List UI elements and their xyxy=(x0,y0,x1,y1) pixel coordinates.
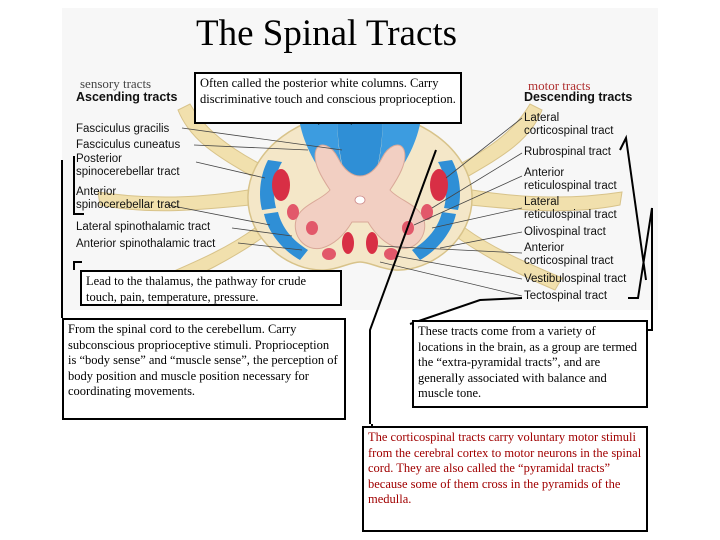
tract-lateral-spinothalamic: Lateral spinothalamic tract xyxy=(76,221,211,233)
vestibulospinal-left xyxy=(322,248,336,260)
tract-anterior-corticospinal-line1: Anterior xyxy=(524,242,565,254)
anterior-corticospinal-right xyxy=(366,232,378,254)
anterior-corticospinal-left xyxy=(342,232,354,254)
lateral-corticospinal-left xyxy=(272,169,290,201)
tract-lateral-corticospinal-line2: corticospinal tract xyxy=(524,125,614,137)
note-spinocerebellar: From the spinal cord to the cerebellum. … xyxy=(62,318,346,420)
ascending-tracts-heading: Ascending tracts xyxy=(76,90,178,104)
tract-anterior-corticospinal-line2: corticospinal tract xyxy=(524,255,614,267)
tract-anterior-reticulospinal-line2: reticulospinal tract xyxy=(524,180,617,192)
tract-lateral-reticulospinal-line1: Lateral xyxy=(524,196,560,208)
rubrospinal-left xyxy=(287,204,299,220)
rubrospinal-right xyxy=(421,204,433,220)
motor-tracts-label: motor tracts xyxy=(528,78,591,93)
anterior-spinocerebellar-left xyxy=(264,212,308,260)
right-nerve-root-lower xyxy=(469,189,623,212)
tract-anterior-reticulospinal-line1: Anterior xyxy=(524,167,565,179)
tract-anterior-spinocerebellar-line2: spinocerebellar tract xyxy=(76,199,180,211)
tract-lateral-corticospinal-line1: Lateral xyxy=(524,112,560,124)
tract-vestibulospinal: Vestibulospinal tract xyxy=(524,273,627,285)
fasciculus-gracilis-area xyxy=(337,116,360,192)
central-canal xyxy=(354,195,366,205)
tract-anterior-spinothalamic: Anterior spinothalamic tract xyxy=(76,238,216,250)
tract-rubrospinal: Rubrospinal tract xyxy=(524,146,611,158)
note-spinothalamic: Lead to the thalamus, the pathway for cr… xyxy=(80,270,342,306)
tract-anterior-spinocerebellar-line1: Anterior xyxy=(76,186,117,198)
tract-olivospinal: Olivospinal tract xyxy=(524,226,606,238)
vestibulospinal-right xyxy=(384,248,398,260)
sensory-tracts-label: sensory tracts xyxy=(80,76,152,91)
slide-title: The Spinal Tracts xyxy=(196,13,458,54)
right-ventral-root xyxy=(457,227,563,291)
note-extrapyramidal: These tracts come from a variety of loca… xyxy=(412,320,648,408)
tract-tectospinal: Tectospinal tract xyxy=(524,290,608,302)
fasciculus-gracilis-area-right xyxy=(360,116,383,192)
tract-posterior-spinocerebellar-line1: Posterior xyxy=(76,153,123,165)
descending-tracts-heading: Descending tracts xyxy=(524,90,633,104)
tract-posterior-spinocerebellar-line2: spinocerebellar tract xyxy=(76,166,180,178)
tract-fasciculus-gracilis: Fasciculus gracilis xyxy=(76,123,170,135)
right-nerve-root xyxy=(457,103,543,179)
tract-lateral-reticulospinal-line2: reticulospinal tract xyxy=(524,209,617,221)
tract-fasciculus-cuneatus: Fasciculus cuneatus xyxy=(76,139,181,151)
reticulospinal-left xyxy=(306,221,318,235)
note-corticospinal: The corticospinal tracts carry voluntary… xyxy=(362,426,648,532)
lateral-corticospinal-right xyxy=(430,169,448,201)
note-posterior-columns: Often called the posterior white columns… xyxy=(194,72,462,124)
left-nerve-root-lower xyxy=(97,189,251,212)
